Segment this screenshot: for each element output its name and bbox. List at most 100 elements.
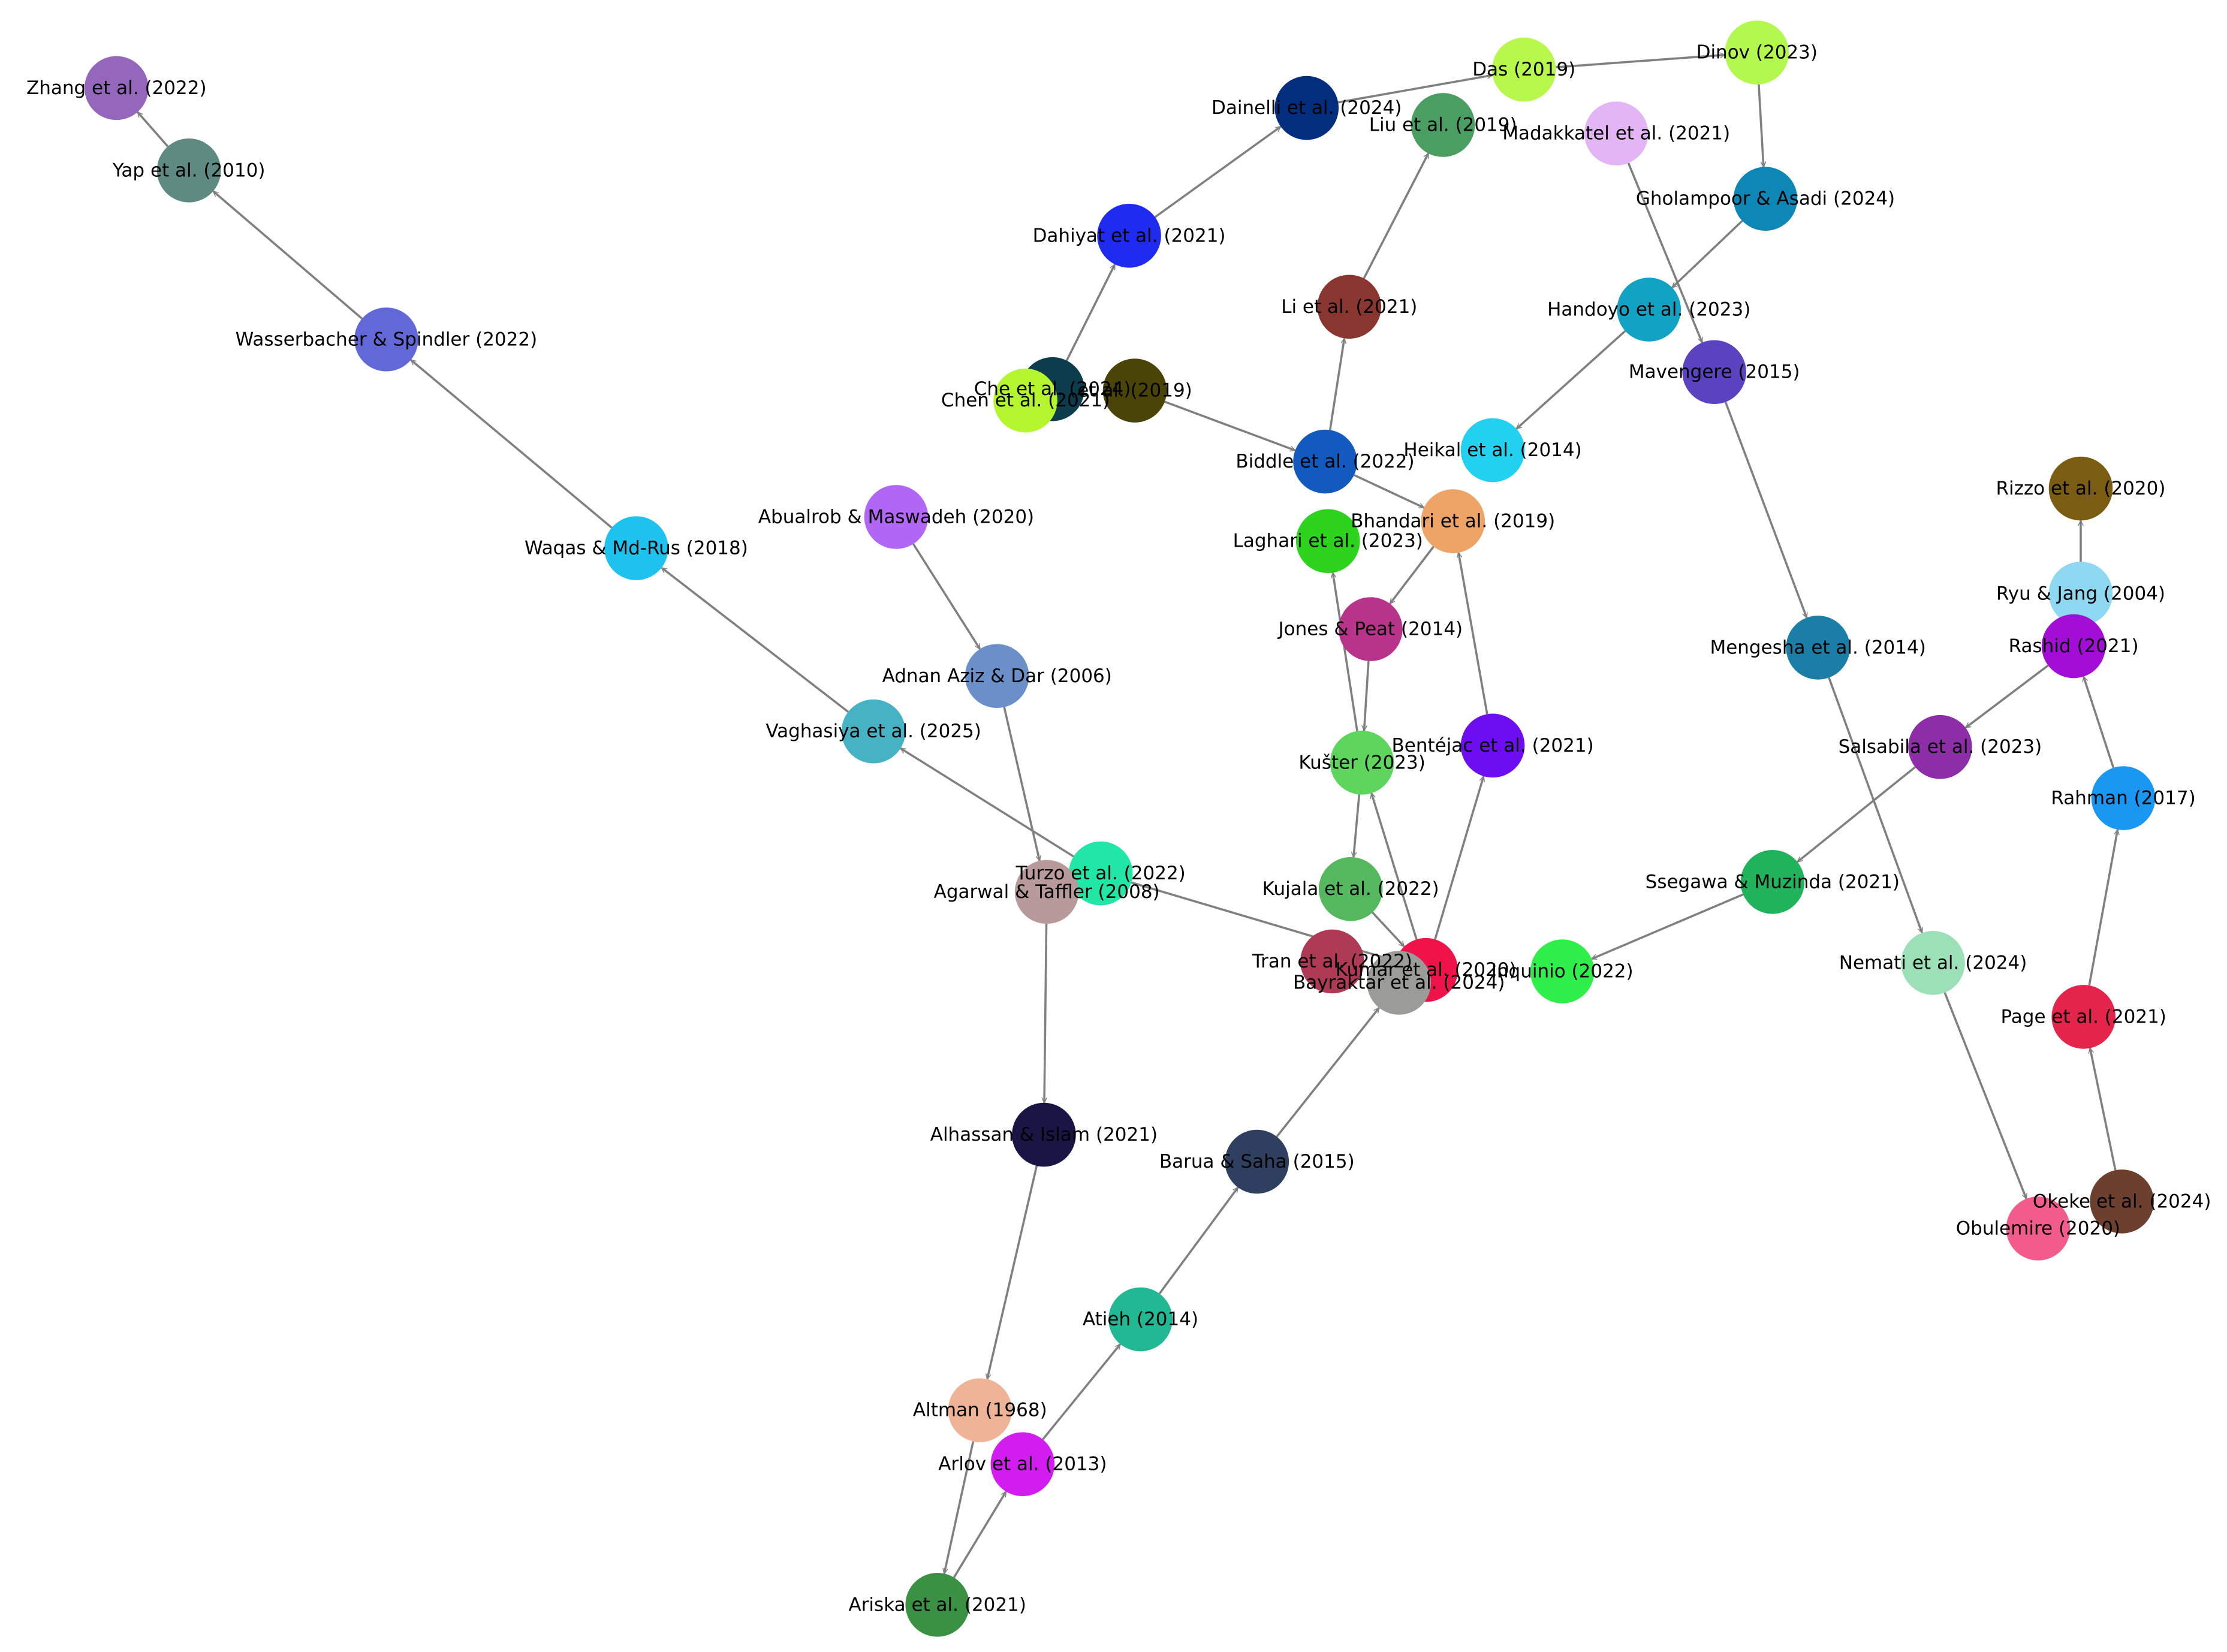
edge-madakkatel2021-to-mavengere2015 [1627,162,1704,342]
node-label-okeke2024: Okeke et al. (2024) [2033,1190,2211,1212]
edge-salsabila2023-to-ssegawa2021 [1797,766,1916,863]
node-gholampoor2024 [1733,167,1798,231]
node-label-zhang2022: Zhang et al. (2022) [26,77,207,99]
edge-kumar2020-to-bentejac2021 [1434,776,1484,940]
node-label-salsabila2023: Salsabila et al. (2023) [1839,736,2042,758]
edge-dainelli2024-to-das2019 [1337,75,1493,104]
edge-atieh2014-to-barua2015 [1158,1187,1239,1295]
node-label-dainelli2024: Dainelli et al. (2024) [1212,97,1402,119]
edge-bentejac2021-to-bhandari2019 [1458,553,1488,715]
node-dahiyat2021 [1097,203,1161,268]
edge-abualrob2020-to-adnan2006 [912,543,981,649]
node-heikal2014 [1460,418,1525,483]
edge-vaghasiya2025-to-waqas2018 [662,566,849,713]
node-ssegawa2021 [1740,850,1805,914]
node-label-page2021: Page et al. (2021) [2001,1006,2166,1027]
edge-barua2015-to-bayraktar2024 [1276,1008,1380,1138]
edge-ssegawa2021-to-inquinio2022 [1592,893,1744,960]
edge-mavengere2015-to-mengesha2014 [1724,402,1806,618]
node-laghari2023 [1295,509,1360,573]
node-adnan2006 [965,644,1029,709]
edge-jones2014-to-kuster2023 [1364,661,1370,731]
node-rahman2017 [2091,766,2156,830]
node-dinov2023 [1725,20,1789,85]
edge-che2024-to-dahiyat2021 [1065,264,1116,361]
node-label-agarwal2008: Agarwal & Taffler (2008) [934,881,1160,903]
edge-li2021-to-liu2019 [1363,153,1430,279]
edge-arlov2013-to-atieh2014 [1042,1344,1122,1440]
edge-biddle2022-to-li2021 [1328,338,1345,430]
edge-das2019-to-dinov2023 [1556,55,1725,68]
node-label-alhassan2021: Alhassan & Islam (2021) [930,1124,1158,1145]
node-tran2022 [1300,929,1364,994]
node-label-madakkatel2021: Madakkatel et al. (2021) [1502,123,1730,144]
edge-turzo2022-to-vaghasiya2025 [900,747,1074,858]
node-label-laghari2023: Laghari et al. (2023) [1233,530,1423,552]
node-label-handoyo2023: Handoyo et al. (2023) [1547,299,1750,320]
node-label-kujala2022: Kujala et al. (2022) [1262,878,1439,900]
node-kujala2022 [1318,857,1383,921]
node-chen2021 [993,368,1057,433]
edge-ariska2021-to-arlov2013 [953,1491,1007,1578]
edge-okeke2024-to-page2021 [2090,1048,2117,1171]
node-jones2014 [1339,597,1403,661]
edge-yap2010-to-zhang2022 [137,112,169,147]
node-rizzo2020 [2048,456,2113,521]
node-label-wasserbacher2022: Wasserbacher & Spindler (2022) [236,328,538,350]
node-abualrob2020 [864,485,929,549]
edge-kujala2022-to-kumar2020 [1372,911,1405,948]
edge-dahiyat2021-to-dainelli2024 [1154,125,1281,218]
edge-wasserbacher2022-to-yap2010 [213,190,363,319]
edge-dinov2023-to-gholampoor2024 [1758,84,1764,167]
node-bhandari2019 [1421,489,1485,553]
edge-biddle2022-to-bhandari2019 [1354,474,1424,509]
node-agarwal2008 [1014,860,1079,924]
node-bayraktar2024 [1367,951,1432,1015]
node-salsabila2023 [1908,715,1972,779]
node-label-dinov2023: Dinov (2023) [1696,42,1818,64]
node-label-bentejac2021: Bentéjac et al. (2021) [1391,735,1593,756]
node-madakkatel2021 [1584,101,1649,166]
node-das2019 [1491,37,1556,102]
node-label-abualrob2020: Abualrob & Maswadeh (2020) [758,506,1034,527]
node-label-rahman2017: Rahman (2017) [2051,788,2195,809]
node-label-heikal2014: Heikal et al. (2014) [1403,439,1581,461]
edge-rashid2021-to-salsabila2023 [1966,664,2049,729]
node-handoyo2023 [1617,278,1681,342]
node-label-che2024: Che et al. (2024) [974,378,1131,400]
node-rashid2021 [2041,614,2106,679]
node-biddle2022 [1293,429,1357,494]
edge-unk2019-to-biddle2022 [1164,400,1295,450]
node-label-turzo2022: Turzo et al. (2022) [1015,863,1186,884]
node-unk2019 [1102,358,1167,423]
node-label-jones2014: Jones & Peat (2014) [1277,619,1463,640]
edge-kumar2020-to-kuster2023 [1372,793,1418,940]
nodes-layer [84,20,2156,1637]
node-alhassan2021 [1012,1102,1076,1167]
edge-bhandari2019-to-jones2014 [1389,545,1435,604]
edge-altman1968-to-ariska2021 [944,1441,975,1573]
node-yap2010 [156,138,221,203]
node-kuster2023 [1330,730,1394,795]
node-label-inquinio2022: Inquinio (2022) [1491,961,1634,982]
node-label-yap2010: Yap et al. (2010) [112,159,266,181]
node-waqas2018 [604,516,668,580]
node-label-unk2019: et al. (2019) [1077,380,1192,402]
node-label-chen2021: Chen et al. (2021) [941,390,1110,411]
node-bentejac2021 [1460,713,1525,778]
node-label-mavengere2015: Mavengere (2015) [1629,361,1800,383]
node-label-obulemire2020: Obulemire (2020) [1956,1217,2120,1239]
node-label-ssegawa2021: Ssegawa & Muzinda (2021) [1646,871,1900,893]
edge-gholampoor2024-to-handoyo2023 [1671,220,1743,289]
node-label-rashid2021: Rashid (2021) [2009,635,2139,657]
node-label-li2021: Li et al. (2021) [1281,296,1417,318]
node-label-dahiyat2021: Dahiyat et al. (2021) [1033,225,1226,246]
node-wasserbacher2022 [354,307,418,372]
edge-waqas2018-to-wasserbacher2022 [411,359,613,529]
node-label-vaghasiya2025: Vaghasiya et al. (2025) [766,721,981,742]
node-ryu2004 [2048,562,2113,626]
node-li2021 [1317,275,1382,339]
node-label-arlov2013: Arlov et al. (2013) [938,1454,1107,1475]
node-label-nemati2024: Nemati et al. (2024) [1839,952,2027,973]
